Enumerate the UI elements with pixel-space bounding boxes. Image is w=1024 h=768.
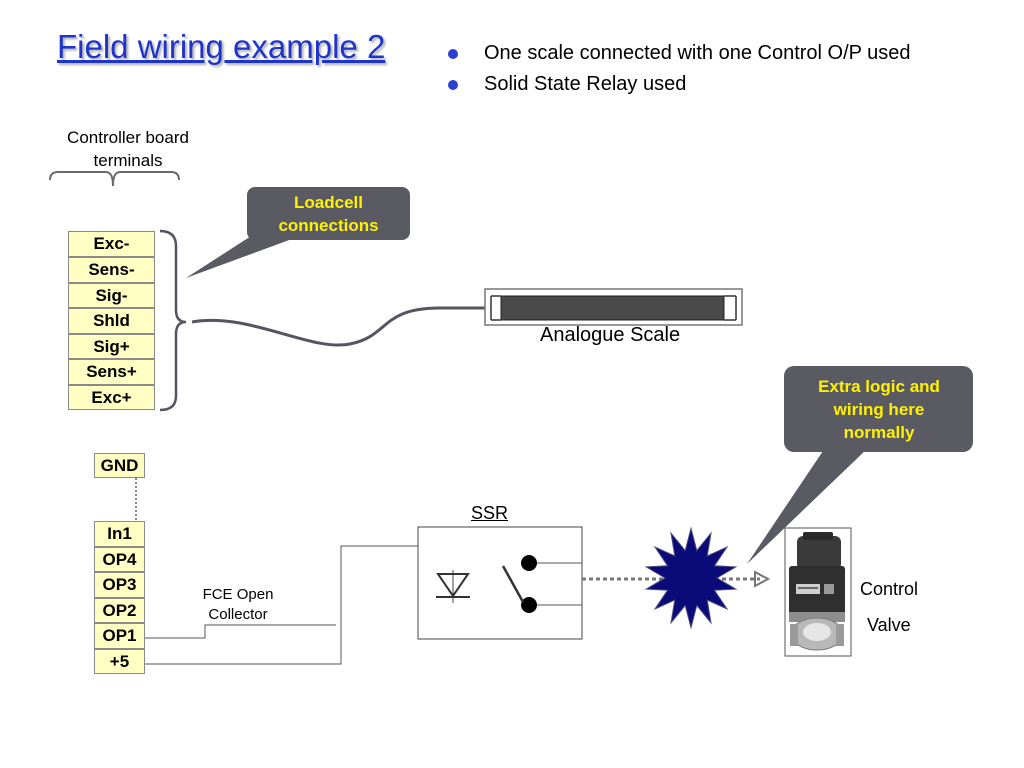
terminal-sens-minus: Sens- xyxy=(68,257,155,283)
loadcell-callout-pointer xyxy=(186,229,300,278)
terminal-gnd: GND xyxy=(94,453,145,478)
terminal-exc-plus: Exc+ xyxy=(68,385,155,410)
terminal-sig-plus: Sig+ xyxy=(68,334,155,359)
loadcell-cable xyxy=(191,306,490,347)
ssr-contact-bottom xyxy=(521,597,537,613)
controller-caption: Controller board terminals xyxy=(67,128,189,170)
terminal-op3: OP3 xyxy=(94,572,145,598)
burst-icon xyxy=(644,526,738,630)
bullet-text: One scale connected with one Control O/P… xyxy=(484,42,911,64)
extra-logic-callout-box xyxy=(784,366,973,452)
bullet-list: One scale connected with one Control O/P… xyxy=(448,38,911,100)
terminal-op4: OP4 xyxy=(94,547,145,572)
bullet-item: Solid State Relay used xyxy=(448,69,911,100)
terminal-in1: In1 xyxy=(94,521,145,547)
loadcell-callout-box xyxy=(247,187,410,240)
ssr-diode-icon xyxy=(436,573,470,598)
bullet-dot-icon xyxy=(448,79,458,90)
ssr-switch-icon xyxy=(501,565,525,603)
extra-logic-callout: Extra logic and wiring here normally xyxy=(818,377,940,442)
bullet-item: One scale connected with one Control O/P… xyxy=(448,38,911,69)
extra-logic-callout-pointer xyxy=(747,448,868,564)
terminal-op2: OP2 xyxy=(94,598,145,623)
ssr-box xyxy=(417,526,583,640)
terminal-shld: Shld xyxy=(68,308,155,334)
loadcell-callout: Loadcell connections xyxy=(278,193,379,235)
terminal-sens-plus: Sens+ xyxy=(68,359,155,385)
bullet-dot-icon xyxy=(448,48,458,59)
ssr-label: SSR xyxy=(471,503,509,523)
terminal-brace xyxy=(159,229,187,412)
page-title: Field wiring example 2 xyxy=(57,28,386,65)
valve-label-valve: Valve xyxy=(867,615,911,635)
control-valve-icon xyxy=(784,527,852,657)
scale-label: Analogue Scale xyxy=(540,324,681,346)
bullet-text: Solid State Relay used xyxy=(484,73,687,95)
fce-label: FCE Open Collector xyxy=(202,586,274,623)
terminal-exc-minus: Exc- xyxy=(68,231,155,257)
op1-wire xyxy=(145,624,336,639)
terminal-op1: OP1 xyxy=(94,623,145,649)
ssr-contact-top xyxy=(521,555,537,571)
plus5-wire xyxy=(145,545,453,665)
caption-brace xyxy=(49,171,180,187)
terminal-plus5: +5 xyxy=(94,649,145,674)
terminal-sig-minus: Sig- xyxy=(68,283,155,308)
scale-platform xyxy=(500,295,725,321)
valve-label-control: Control xyxy=(860,579,919,599)
